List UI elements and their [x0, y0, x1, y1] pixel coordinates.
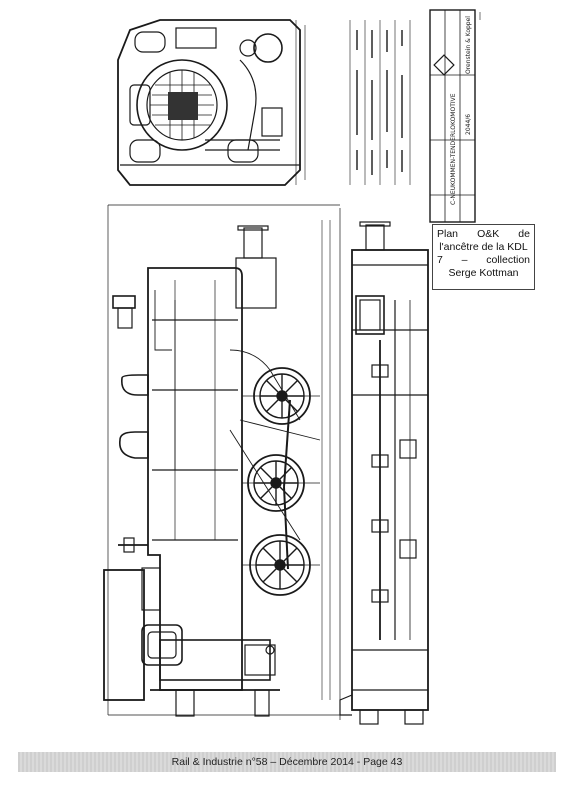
caption-word: collection: [486, 254, 530, 266]
caption-word: de: [518, 228, 530, 240]
caption-line: Serge Kottman: [448, 267, 519, 279]
title-block-drawing-title: C-NEUKOMMEN-TENDERLOKOMOTIVE: [450, 93, 457, 205]
title-block: Orenstein & Koppel C-NEUKOMMEN-TENDERLOK…: [429, 9, 481, 223]
title-block-maker: Orenstein & Koppel: [465, 16, 472, 74]
drawing-caption: Plan O&K de l'ancêtre de la KDL 7 – coll…: [432, 224, 535, 290]
title-block-sheet-number: 2044/6: [465, 114, 472, 135]
rear-plan-view: [339, 208, 429, 725]
footer-text: Rail & Industrie n°58 – Décembre 2014 - …: [171, 756, 403, 768]
specification-table: [349, 20, 411, 185]
front-end-view: [117, 19, 306, 186]
page-footer: Rail & Industrie n°58 – Décembre 2014 - …: [18, 752, 556, 772]
caption-word: Plan: [437, 228, 459, 240]
caption-word: O&K: [477, 228, 500, 240]
caption-line: l'ancêtre de la KDL: [439, 241, 528, 253]
side-elevation-view: [103, 204, 340, 717]
caption-word: 7: [437, 254, 443, 266]
caption-word: –: [461, 254, 468, 266]
